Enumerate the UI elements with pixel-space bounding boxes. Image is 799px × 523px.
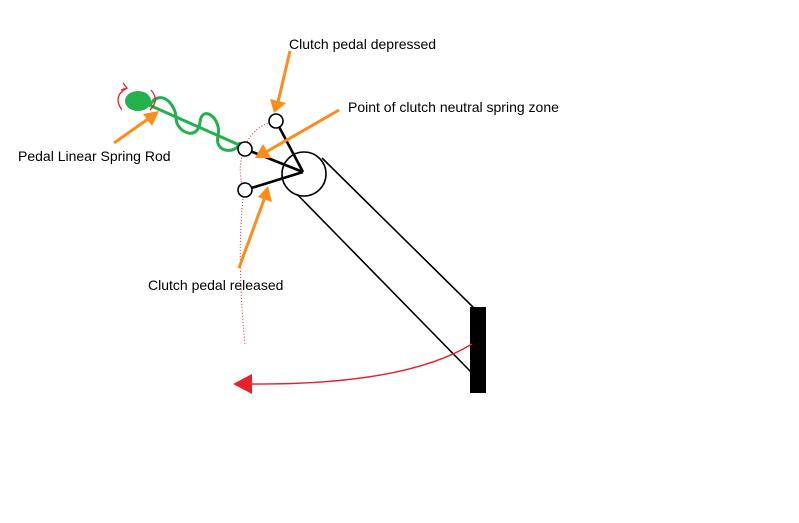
released-position-circle [237, 182, 253, 198]
neutral-position-circle [237, 141, 253, 157]
linkage-travel-arc [239, 119, 277, 346]
pedal-plate [470, 307, 486, 393]
label-clutch-released: Clutch pedal released [148, 277, 283, 293]
depressed-callout-arrow [270, 50, 292, 113]
depressed-position-circle [268, 113, 284, 129]
label-spring-rod: Pedal Linear Spring Rod [18, 148, 171, 164]
linear-spring-rod [125, 91, 247, 152]
callout-arrows [113, 50, 340, 269]
rod-end-rotation-arrow [117, 82, 156, 111]
pedal-arm [288, 157, 479, 373]
spring-rod-callout-arrow [113, 111, 159, 145]
linkage-triangle [244, 120, 305, 192]
pedal-pivot [281, 151, 327, 197]
neutral-callout-arrow [255, 108, 340, 158]
label-neutral-spring-zone: Point of clutch neutral spring zone [348, 99, 559, 115]
spring-rod-end [125, 91, 151, 111]
label-clutch-depressed: Clutch pedal depressed [289, 36, 436, 52]
pedal-swing-arrow [233, 343, 473, 394]
released-callout-arrow [237, 186, 272, 269]
